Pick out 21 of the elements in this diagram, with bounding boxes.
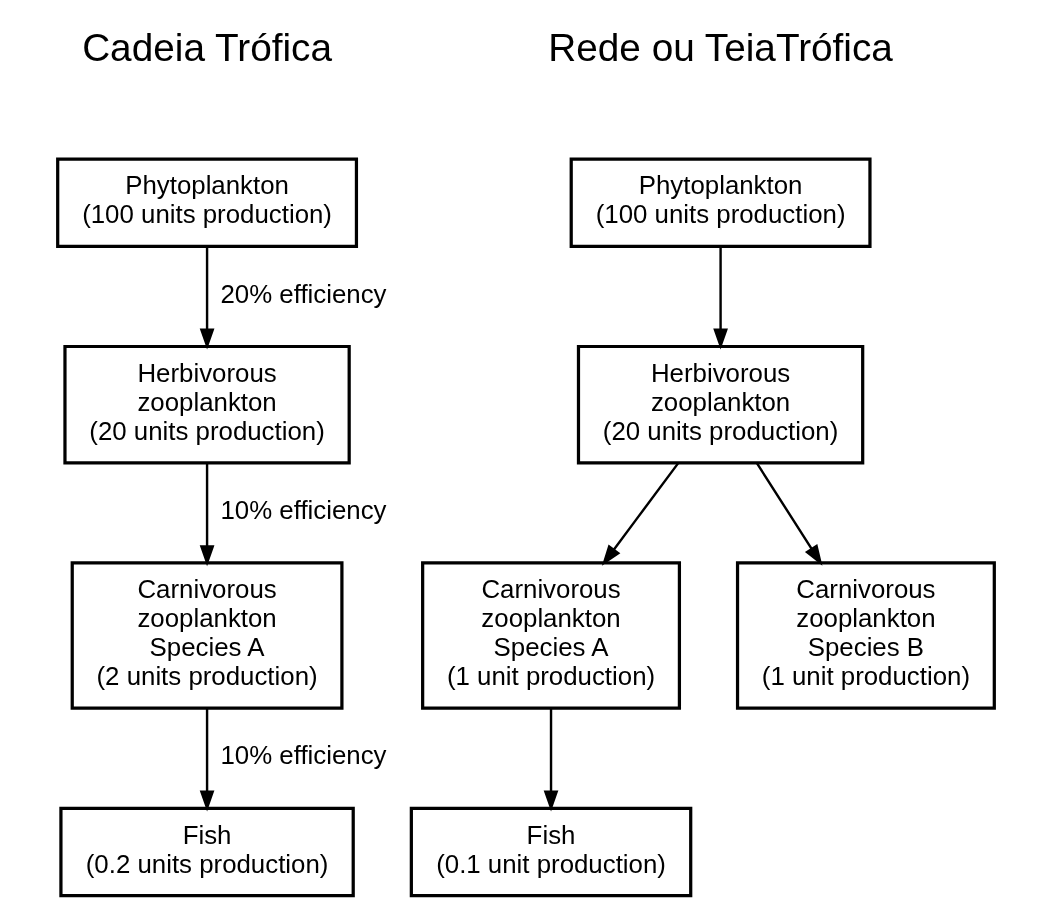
arrow bbox=[199, 462, 214, 566]
node-box: Herbivorous zooplankton (20 units production) bbox=[62, 344, 351, 464]
node-box: Fish (0.2 units production) bbox=[58, 806, 355, 897]
label: Rede ou TeiaTrófica bbox=[547, 25, 893, 69]
label: Cadeia Trófica bbox=[81, 25, 332, 69]
arrow bbox=[199, 246, 214, 350]
arrow bbox=[199, 708, 214, 811]
arrow bbox=[601, 461, 679, 566]
edge-label: 20% efficiency bbox=[219, 279, 387, 308]
edge-label: 10% efficiency bbox=[219, 740, 387, 769]
node-box: Fish (0.1 unit production) bbox=[409, 806, 692, 897]
node-box: Phytoplankton (100 units production) bbox=[569, 157, 872, 248]
node-box: Herbivorous zooplankton (20 units production) bbox=[576, 344, 864, 464]
node-box: Carnivorous zooplankton Species B (1 unit production) bbox=[735, 560, 996, 710]
arrow bbox=[712, 246, 728, 350]
node-box: Carnivorous zooplankton Species A (1 unit production) bbox=[420, 560, 681, 710]
edge-label: 10% efficiency bbox=[219, 495, 387, 524]
arrow bbox=[755, 461, 822, 566]
arrow bbox=[543, 708, 558, 811]
node-box: Carnivorous zooplankton Species A (2 units production) bbox=[70, 560, 344, 710]
node-box: Phytoplankton (100 units production) bbox=[55, 157, 358, 248]
